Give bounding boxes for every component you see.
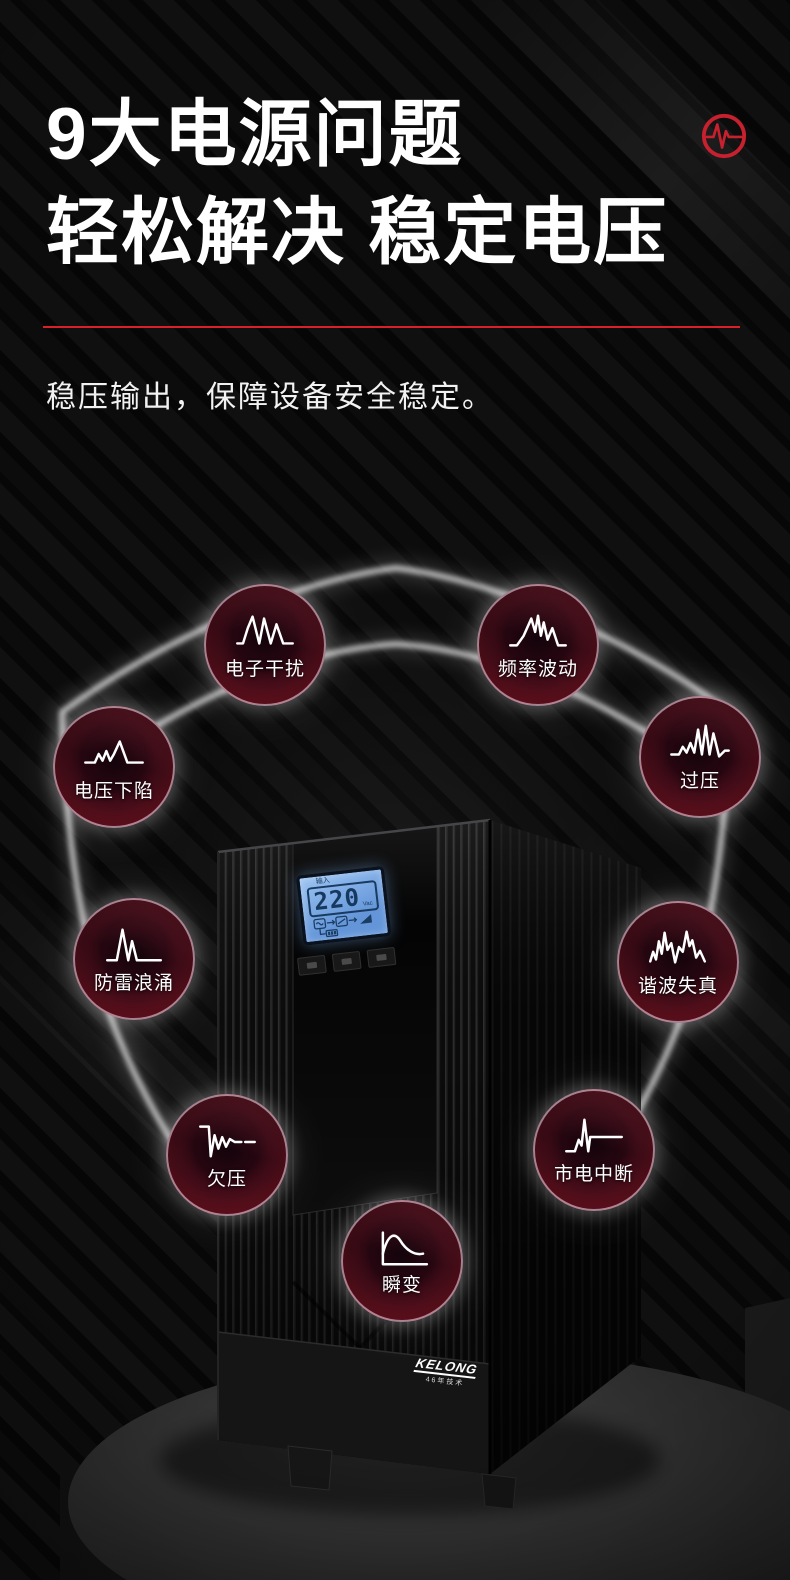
lcd-voltage-value: 220 xyxy=(312,882,362,917)
title-line-1: 9大电源问题 xyxy=(46,94,464,175)
title-line-2: 轻松解决 稳定电压 xyxy=(46,192,669,273)
hazard-badge: 欠压 xyxy=(166,1094,288,1216)
undervoltage-wave-icon xyxy=(198,1125,256,1158)
arrow-icon xyxy=(348,917,358,923)
hazard-badge-label: 市电中断 xyxy=(553,1164,634,1185)
hazard-badge: 防雷浪涌 xyxy=(73,898,195,1020)
ups-foot xyxy=(481,1473,517,1510)
output-load-icon xyxy=(360,914,372,924)
hazard-badge: 电压下陷 xyxy=(53,706,175,828)
ups-bottom-bezel xyxy=(218,1332,490,1474)
hazard-badge-label: 电压下陷 xyxy=(73,781,154,802)
hazard-badge-label: 频率波动 xyxy=(497,659,578,680)
red-divider xyxy=(43,326,740,328)
lcd-voltage-unit: Vac xyxy=(362,900,374,908)
hazard-badge: 市电中断 xyxy=(533,1089,655,1211)
hazard-badge: 频率波动 xyxy=(477,584,599,706)
ups-panel-button-1 xyxy=(297,954,327,976)
arrow-icon xyxy=(326,919,336,925)
voltage-sag-wave-icon xyxy=(84,740,144,764)
ups-lcd-screen: 输入 220 Vac xyxy=(296,866,392,946)
harmonic-distortion-wave-icon xyxy=(649,930,707,964)
pulse-circle-icon xyxy=(701,113,747,159)
hazard-badge: 瞬变 xyxy=(341,1200,463,1322)
hazard-badge-label: 瞬变 xyxy=(381,1275,422,1296)
lcd-power-flow-diagram xyxy=(313,914,372,938)
overvoltage-wave-icon xyxy=(670,724,730,758)
ups-foot xyxy=(287,1445,333,1491)
hazard-badge: 过压 xyxy=(639,696,761,818)
transient-wave-icon xyxy=(381,1231,429,1266)
battery-icon xyxy=(325,928,339,938)
lightning-surge-wave-icon xyxy=(105,928,163,962)
hazard-badge-label: 防雷浪涌 xyxy=(93,973,174,994)
hazard-badge-label: 电子干扰 xyxy=(224,659,305,680)
hazard-badge: 电子干扰 xyxy=(204,584,326,706)
hazard-badge-label: 欠压 xyxy=(206,1169,247,1190)
hazard-badge-label: 过压 xyxy=(679,771,720,792)
ac-input-icon xyxy=(313,918,327,930)
subtitle: 稳压输出，保障设备安全稳定。 xyxy=(46,381,494,414)
hazard-badge-label: 谐波失真 xyxy=(637,976,718,997)
mains-interruption-wave-icon xyxy=(565,1118,623,1153)
ups-panel-button-3 xyxy=(366,946,397,968)
frequency-fluctuation-wave-icon xyxy=(509,614,567,647)
inverter-icon xyxy=(335,915,349,928)
interference-wave-icon xyxy=(236,615,294,645)
hazard-badge: 谐波失真 xyxy=(617,901,739,1023)
ups-panel-button-2 xyxy=(331,950,362,972)
